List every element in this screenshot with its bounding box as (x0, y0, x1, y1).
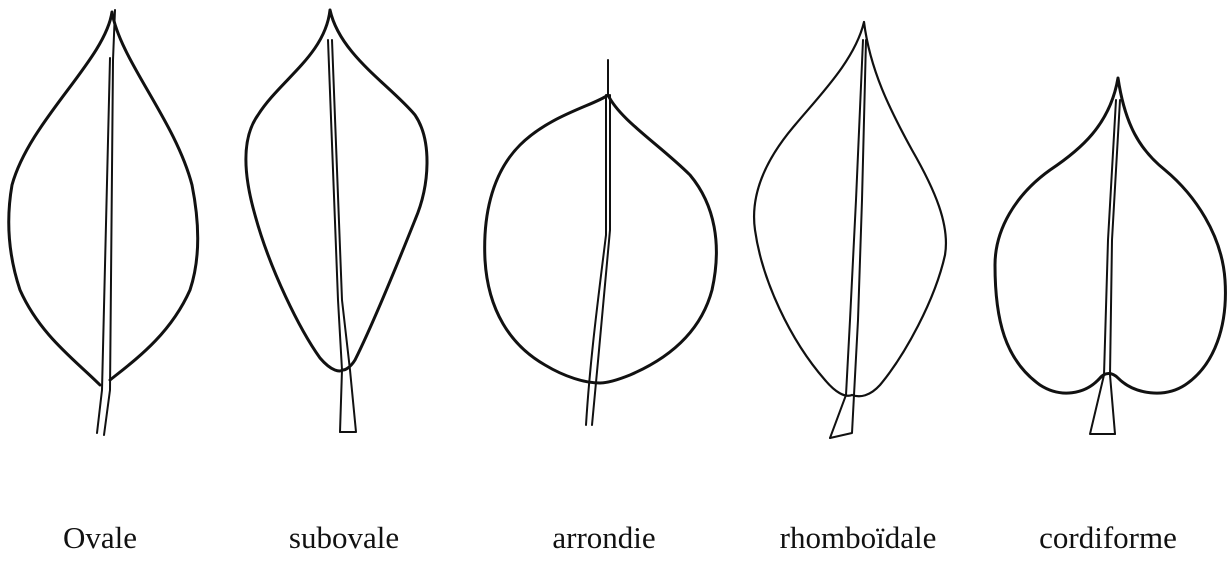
leaf-label-arrondie: arrondie (484, 522, 724, 553)
leaf-arrondie (485, 60, 717, 425)
leaf-arrondie-midrib-right (592, 95, 610, 425)
leaf-rhomboidale-midrib-left (830, 40, 863, 438)
leaf-label-rhomboidale: rhomboïdale (738, 522, 978, 553)
leaf-label-ovale: Ovale (0, 522, 220, 553)
leaf-subovale-outline (246, 10, 427, 371)
leaf-rhomboidale-outline (754, 22, 946, 396)
leaf-label-cordiforme: cordiforme (988, 522, 1228, 553)
leaf-rhomboidale (754, 22, 946, 438)
leaf-label-subovale: subovale (224, 522, 464, 553)
leaf-cordiforme-midrib-right (1110, 100, 1120, 434)
leaf-ovale-midrib-left (97, 58, 110, 433)
leaf-cordiforme (995, 78, 1225, 434)
leaf-subovale (246, 10, 427, 432)
leaf-ovale (9, 10, 198, 435)
